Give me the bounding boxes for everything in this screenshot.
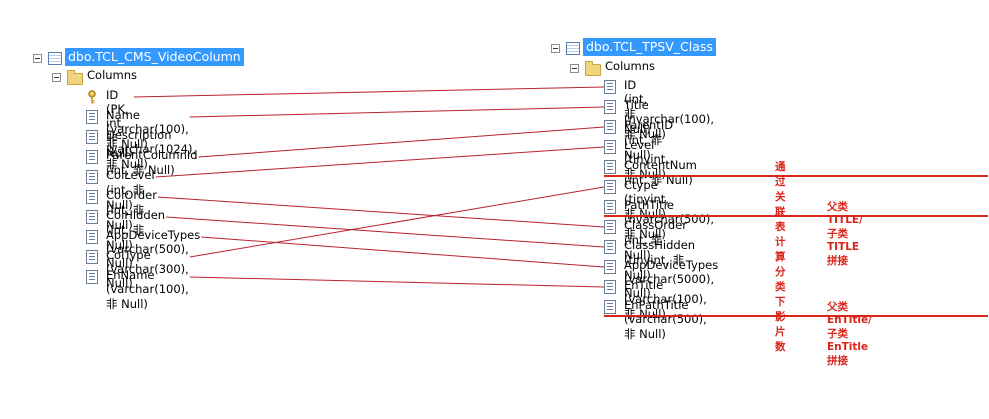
folder-icon (67, 70, 83, 85)
column-icon (604, 200, 616, 214)
column-label: Description (varchar(1024), 非 Null) (106, 128, 197, 171)
column-label: ColType (varchar(300), Null) (106, 248, 189, 290)
collapse-icon[interactable] (52, 73, 61, 82)
column-label: AppDeviceTypes (varchar(500), Null) (106, 228, 201, 270)
left-columns-label: Columns (87, 68, 138, 82)
column-icon (86, 130, 98, 144)
column-icon (604, 100, 616, 114)
column-icon (604, 120, 616, 134)
relation-line (157, 196, 605, 228)
column-label: Name (varchar(100), 非 Null) (106, 108, 189, 151)
column-label: ParentColumnId (int, 非 Null) (106, 148, 198, 177)
collapse-icon[interactable] (551, 44, 560, 53)
column-label: EnName (varchar(100), 非 Null) (106, 268, 189, 311)
right-table-title[interactable]: dbo.TCL_TPSV_Class (583, 38, 716, 56)
folder-icon (585, 61, 601, 76)
column-label: ClassHidden (tinyint, 非 Null) (624, 238, 696, 282)
column-label: ID (PK, int, 非 Null) (106, 88, 133, 160)
note-path-title: 父类TITLE/子类TITLE 拼接 (827, 201, 863, 267)
column-icon (86, 170, 98, 184)
relation-line (201, 236, 605, 268)
column-icon (604, 300, 616, 314)
column-icon (604, 80, 616, 94)
relation-line (189, 106, 605, 118)
column-icon (604, 220, 616, 234)
column-icon (604, 280, 616, 294)
relation-line (133, 86, 605, 98)
column-icon (604, 180, 616, 194)
column-label: Ctype (tinyint, 非 Null) (624, 178, 669, 221)
collapse-icon[interactable] (570, 64, 579, 73)
relation-line (198, 126, 605, 158)
table-icon (48, 52, 62, 65)
column-icon (86, 190, 98, 204)
column-icon (86, 110, 98, 124)
left-table-title[interactable]: dbo.TCL_CMS_VideoColumn (65, 48, 244, 66)
right-columns-label: Columns (605, 59, 656, 73)
column-icon (86, 230, 98, 244)
column-label: Level (tinyint, 非 Null) (624, 138, 669, 181)
column-icon (86, 210, 98, 224)
primary-key-icon (87, 90, 97, 104)
column-label: EnTitle (varchar(100), 非 Null) (624, 278, 707, 321)
column-icon (86, 250, 98, 264)
column-label: ColOrder (int, 非 Null) (106, 188, 157, 232)
column-label: AppDeviceTypes (varchar(5000), Null) (624, 258, 719, 300)
column-icon (604, 240, 616, 254)
relation-line (189, 276, 605, 288)
table-icon (566, 42, 580, 55)
column-icon (604, 160, 616, 174)
column-icon (86, 270, 98, 284)
column-label: ColLevel (int, 非 Null) (106, 168, 155, 212)
column-icon (86, 150, 98, 164)
column-label: ParentID (int, 非 Null) (624, 118, 674, 162)
column-icon (604, 260, 616, 274)
column-label: ID (int, 非 Null) (624, 78, 651, 136)
collapse-icon[interactable] (33, 54, 42, 63)
column-icon (604, 140, 616, 154)
relation-line (166, 216, 605, 248)
column-label: ColHidden (int, 非 Null) (106, 208, 166, 252)
relation-line (189, 186, 605, 258)
column-label: Title (nvarchar(100), 非 Null) (624, 98, 715, 141)
relation-line (155, 146, 605, 178)
column-label: ClassOrder (int, 非 Null) (624, 218, 687, 262)
